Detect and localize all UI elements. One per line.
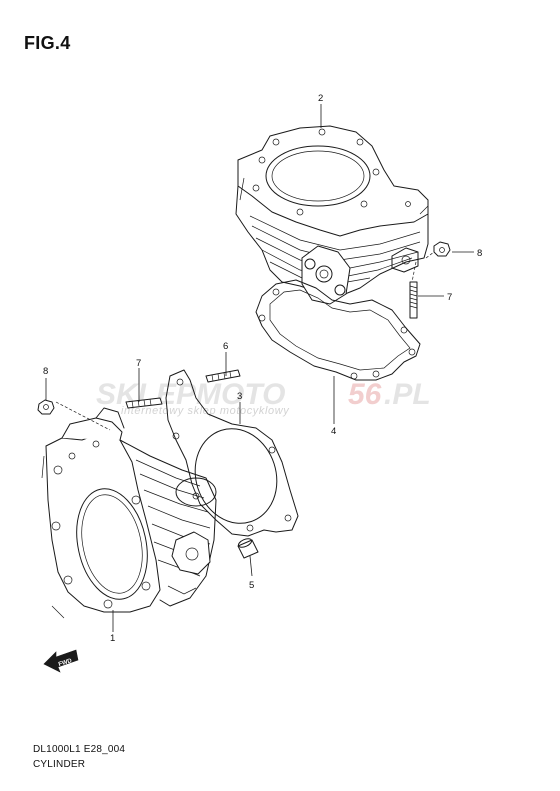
front-cylinder-stud-a <box>125 397 163 409</box>
callout-7-front: 7 <box>136 358 141 369</box>
rear-cylinder-nut <box>433 241 451 257</box>
dowel-pin <box>237 538 259 559</box>
callout-6: 6 <box>223 341 228 352</box>
figure-label: FIG.4 <box>24 33 71 53</box>
callout-7-rear: 7 <box>447 292 452 303</box>
callout-1: 1 <box>110 633 115 644</box>
leader-lines <box>45 104 474 632</box>
front-cylinder-stud-b <box>205 369 241 383</box>
callout-numbers: 2 8 7 4 3 6 7 8 1 5 <box>43 93 482 644</box>
callout-5: 5 <box>249 580 254 591</box>
front-cylinder <box>41 407 217 619</box>
watermark-brand-tld: .PL <box>384 378 431 411</box>
forward-direction-arrow-icon: FWD <box>43 649 79 673</box>
diagram-name: CYLINDER <box>33 759 86 770</box>
rear-cylinder-stud <box>409 281 418 319</box>
rear-cylinder <box>235 125 429 305</box>
watermark-brand-accent: 56 <box>348 378 382 411</box>
callout-8-rear: 8 <box>477 248 482 259</box>
callout-2: 2 <box>318 93 323 104</box>
diagram-code: DL1000L1 E28_004 <box>33 744 126 755</box>
callout-4: 4 <box>331 426 336 437</box>
callout-8-front: 8 <box>43 366 48 377</box>
front-cylinder-gasket <box>165 369 299 537</box>
rear-cylinder-gasket <box>255 279 421 381</box>
forward-label: FWD <box>58 658 73 668</box>
watermark: SKLEPMOTO 56 .PL internetowy sklep motoc… <box>96 378 431 417</box>
front-cylinder-nut <box>37 399 55 415</box>
callout-3: 3 <box>237 391 242 402</box>
